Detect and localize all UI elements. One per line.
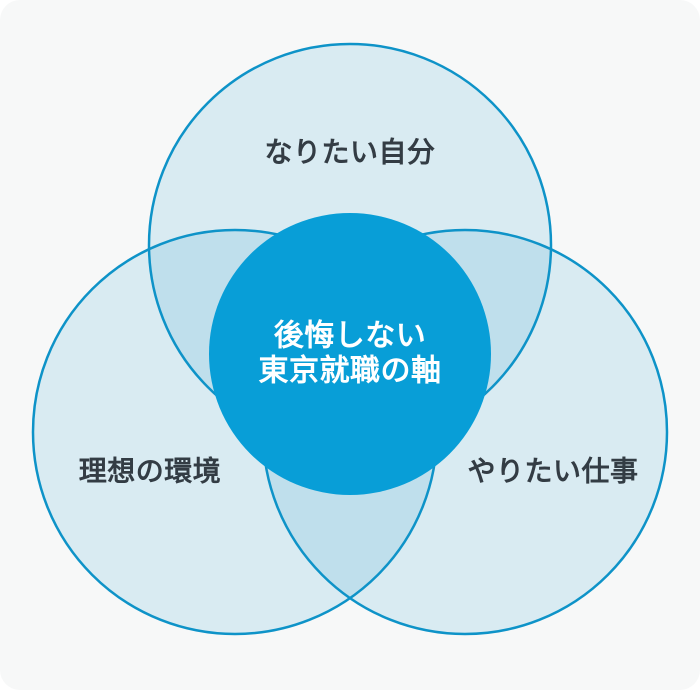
center-label-line2: 東京就職の軸: [259, 354, 442, 388]
label-bottom-right-circle: やりたい仕事: [467, 456, 638, 487]
center-label-line1: 後悔しない: [274, 319, 427, 353]
center-circle: [209, 213, 491, 495]
label-top-circle: なりたい自分: [264, 137, 435, 168]
label-bottom-left-circle: 理想の環境: [79, 456, 222, 487]
